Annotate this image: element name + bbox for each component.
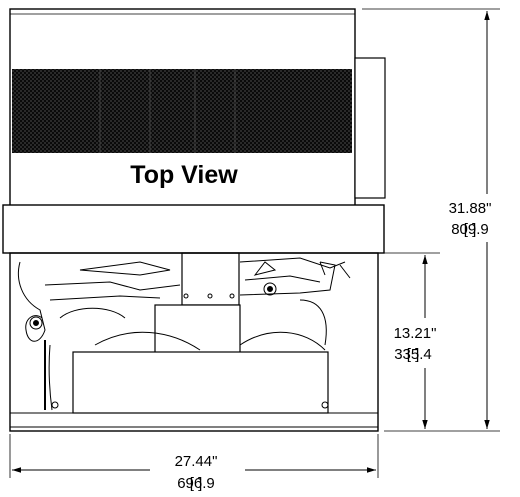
grille-vanes xyxy=(99,69,236,153)
right-piping xyxy=(239,257,346,269)
upper-unit: Top View xyxy=(9,8,386,208)
lower-height-inches: 13.21" xyxy=(394,325,437,342)
lower-height-bracket: [ ] xyxy=(407,346,420,363)
lower-height-mm: 335.4 xyxy=(394,346,432,363)
lower-tank xyxy=(72,351,329,414)
right-valve xyxy=(263,282,277,296)
left-bracket xyxy=(17,261,46,342)
base-frame xyxy=(2,204,385,254)
overall-width-mm: 696.9 xyxy=(177,475,215,492)
overall-height-mm: 809.9 xyxy=(451,221,489,238)
lower-unit xyxy=(9,252,379,432)
dimension-overall-width: 27.44" [ ] 696.9 xyxy=(9,434,379,492)
side-panel xyxy=(354,57,386,199)
view-title: Top View xyxy=(130,161,238,189)
overall-width-bracket: [ ] xyxy=(190,475,203,492)
overall-height-inches: 31.88" xyxy=(449,200,492,217)
dimension-overall-height: 31.88" [ ] 809.9 xyxy=(362,8,500,432)
center-block xyxy=(154,304,241,354)
overall-width-inches: 27.44" xyxy=(175,453,218,470)
left-pivot xyxy=(29,316,43,330)
dimension-lower-height: 13.21" [ ] 335.4 xyxy=(384,252,440,429)
overall-height-bracket: [ ] xyxy=(464,221,477,238)
grille xyxy=(12,69,352,153)
